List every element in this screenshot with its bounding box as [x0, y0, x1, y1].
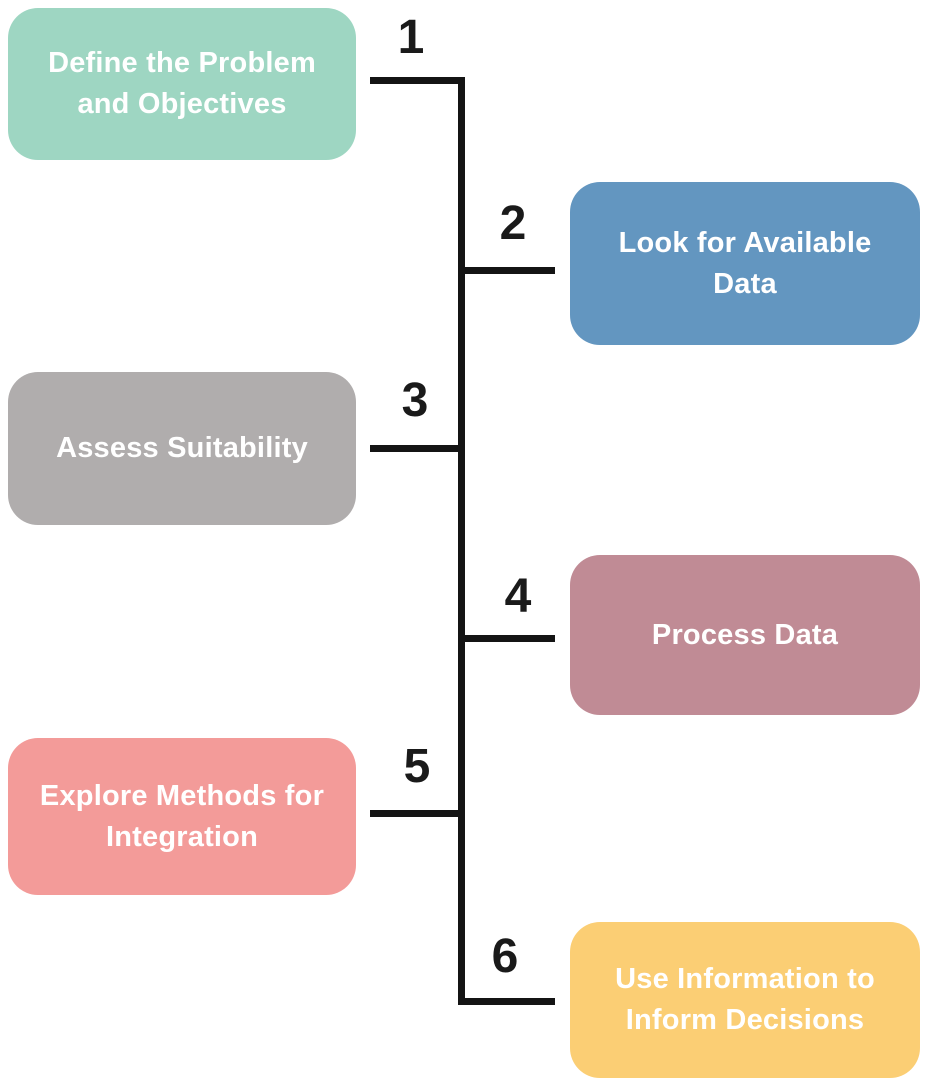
step-4-number: 4	[504, 570, 532, 623]
step-4-box: Process Data	[570, 555, 920, 715]
step-1-connector-line	[370, 77, 465, 84]
step-6-box: Use Information to Inform Decisions	[570, 922, 920, 1078]
step-6-number: 6	[491, 930, 519, 983]
step-5-label: Explore Methods for Integration	[39, 779, 325, 853]
timeline-spine	[458, 77, 465, 1005]
step-2-box: Look for Available Data	[570, 182, 920, 345]
step-1-label: Define the Problem and Objectives	[48, 47, 316, 120]
step-2-connector-line	[458, 267, 555, 274]
step-3-number: 3	[401, 374, 429, 427]
step-3-box: Assess Suitability	[8, 372, 356, 525]
step-6-label: Use Information to Inform Decisions	[615, 963, 875, 1036]
step-3-label: Assess Suitability	[56, 432, 308, 465]
step-6-connector-line	[458, 998, 555, 1005]
step-1-number: 1	[397, 11, 425, 64]
step-4-connector-line	[458, 635, 555, 642]
step-2-number: 2	[499, 197, 527, 250]
step-3-connector-line	[370, 445, 465, 452]
step-2-label: Look for Available Data	[618, 226, 872, 300]
step-5-connector-line	[370, 810, 465, 817]
step-5-box: Explore Methods for Integration	[8, 738, 356, 895]
step-5-number: 5	[403, 740, 431, 793]
step-4-label: Process Data	[651, 618, 839, 651]
step-1-box: Define the Problem and Objectives	[8, 8, 356, 160]
